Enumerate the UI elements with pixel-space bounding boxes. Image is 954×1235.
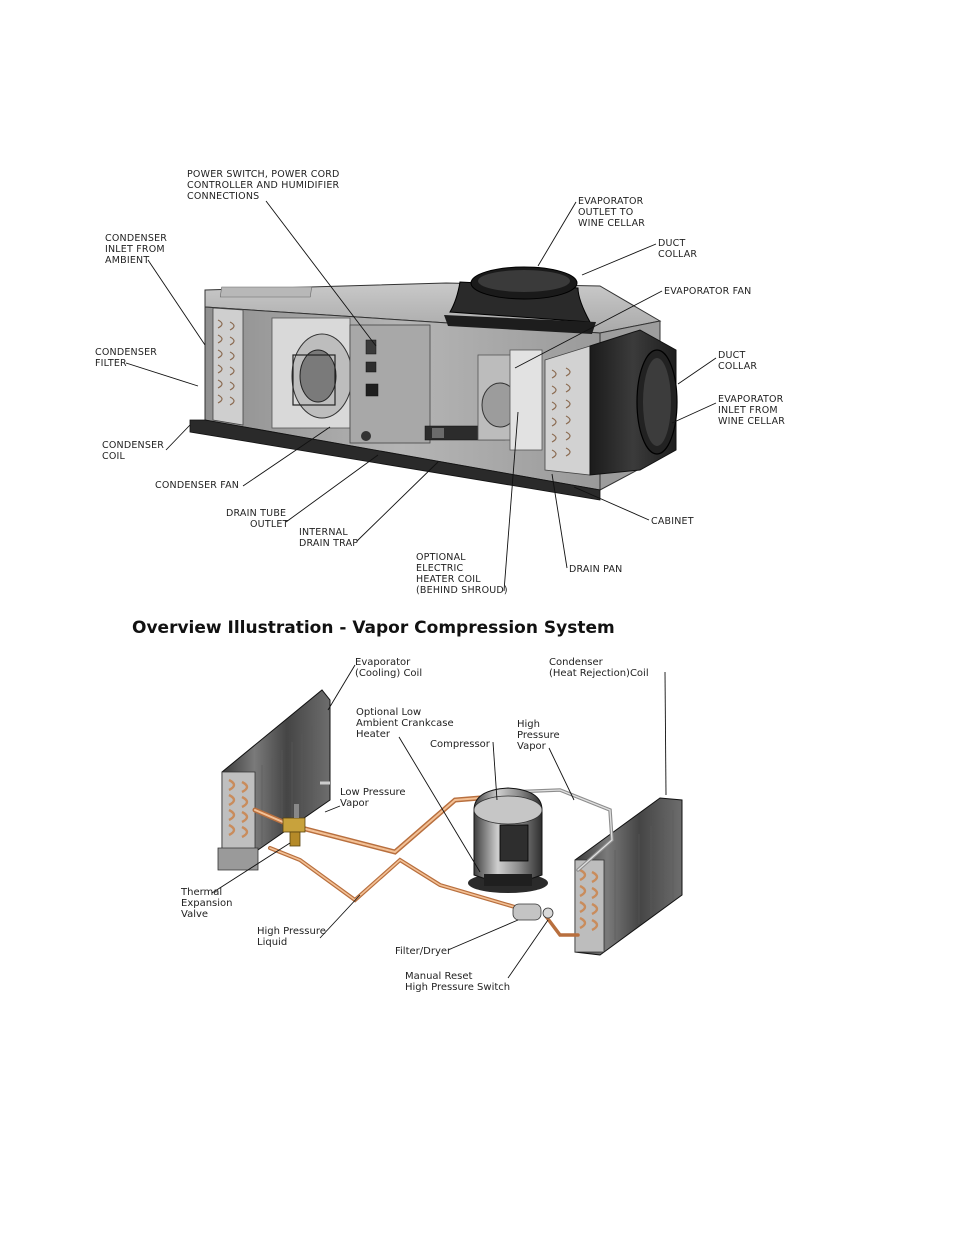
label-line: Compressor [430,739,491,750]
label-evaporator-outlet: EVAPORATOR OUTLET TO WINE CELLAR [578,196,647,229]
label-line: OUTLET [250,519,289,530]
label-line: High Pressure [257,926,326,937]
label-condenser-fan: CONDENSER FAN [155,480,239,491]
unit-leader-lines [125,200,717,592]
label-power-switch: POWER SWITCH, POWER CORD CONTROLLER AND … [187,169,343,202]
label-evaporator-fan: EVAPORATOR FAN [664,286,751,297]
label-line: CONDENSER [102,440,164,451]
label-line: Optional Low [356,707,421,718]
label-line: DRAIN TRAP [299,538,358,549]
unit-illustration [189,266,678,501]
label-line: (BEHIND SHROUD) [416,585,508,596]
label-line: INLET FROM [718,405,778,416]
label-line: Low Pressure [340,787,406,798]
label-thermal-expansion-valve: Thermal Expansion Valve [180,887,236,920]
label-line: DRAIN TUBE [226,508,286,519]
section-title: Overview Illustration - Vapor Compressio… [132,618,615,638]
vapor-labels: Evaporator (Cooling) Coil Condenser (Hea… [180,657,649,993]
label-line: (Cooling) Coil [355,668,422,679]
label-line: CONDENSER FAN [155,480,239,491]
label-line: Condenser [549,657,604,668]
label-line: Vapor [340,798,370,809]
condenser-coil-tubes [217,319,235,406]
label-line: DUCT [658,238,686,249]
label-line: Pressure [517,730,560,741]
vapor-illustration [217,689,683,956]
label-line: WINE CELLAR [578,218,645,229]
label-line: OPTIONAL [416,552,466,563]
label-high-pressure-vapor: High Pressure Vapor [517,719,563,752]
unit-labels: POWER SWITCH, POWER CORD CONTROLLER AND … [95,169,787,596]
label-line: COIL [102,451,126,462]
label-line: OUTLET TO [578,207,633,218]
label-line: Filter/Dryer [395,946,452,957]
label-line: Expansion [181,898,233,909]
label-high-pressure-liquid: High Pressure Liquid [257,926,329,948]
label-line: WINE CELLAR [718,416,785,427]
label-duct-collar-top: DUCT COLLAR [658,238,697,260]
label-line: Evaporator [355,657,411,668]
label-condenser-filter: CONDENSER FILTER [95,347,160,369]
label-line: FILTER [95,358,127,369]
label-line: High [517,719,540,730]
label-line: (Heat Rejection)Coil [549,668,649,679]
label-line: EVAPORATOR [578,196,644,207]
label-line: DRAIN PAN [569,564,622,575]
label-evaporator-inlet: EVAPORATOR INLET FROM WINE CELLAR [718,394,787,427]
label-cabinet: CABINET [651,516,694,527]
label-condenser-coil: CONDENSER COIL [102,440,167,462]
label-optional-heater: OPTIONAL ELECTRIC HEATER COIL (BEHIND SH… [416,552,508,596]
label-line: CONDENSER [95,347,157,358]
label-line: Manual Reset [405,971,473,982]
label-evaporator-coil: Evaporator (Cooling) Coil [355,657,422,679]
label-line: Thermal [180,887,222,898]
label-low-pressure-vapor: Low Pressure Vapor [340,787,409,809]
vapor-leader-lines [211,664,667,979]
label-drain-tube: DRAIN TUBE OUTLET [226,508,289,530]
label-duct-collar-right: DUCT COLLAR [718,350,757,372]
label-compressor: Compressor [430,739,491,750]
label-line: HEATER COIL [416,574,481,585]
label-line: Valve [181,909,208,920]
label-drain-pan: DRAIN PAN [569,564,622,575]
label-line: High Pressure Switch [405,982,510,993]
label-line: CONNECTIONS [187,191,259,202]
label-line: EVAPORATOR FAN [664,286,751,297]
label-line: Vapor [517,741,547,752]
label-line: INLET FROM [105,244,165,255]
label-line: Ambient Crankcase [356,718,454,729]
label-line: DUCT [718,350,746,361]
label-internal-drain: INTERNAL DRAIN TRAP [299,527,358,549]
label-condenser-inlet: CONDENSER INLET FROM AMBIENT [105,233,170,266]
label-manual-reset-switch: Manual Reset High Pressure Switch [405,971,510,993]
label-line: AMBIENT [105,255,149,266]
label-line: COLLAR [658,249,697,260]
label-line: POWER SWITCH, POWER CORD [187,169,340,180]
label-filter-dryer: Filter/Dryer [395,946,452,957]
label-line: COLLAR [718,361,757,372]
label-line: Liquid [257,937,287,948]
label-condenser-coil: Condenser (Heat Rejection)Coil [549,657,649,679]
label-line: CONDENSER [105,233,167,244]
label-line: ELECTRIC [416,563,464,574]
label-line: Heater [356,729,391,740]
label-line: CONTROLLER AND HUMIDIFIER [187,180,340,191]
label-line: CABINET [651,516,694,527]
label-line: EVAPORATOR [718,394,784,405]
label-optional-crankcase-heater: Optional Low Ambient Crankcase Heater [356,707,457,740]
label-line: INTERNAL [299,527,348,538]
